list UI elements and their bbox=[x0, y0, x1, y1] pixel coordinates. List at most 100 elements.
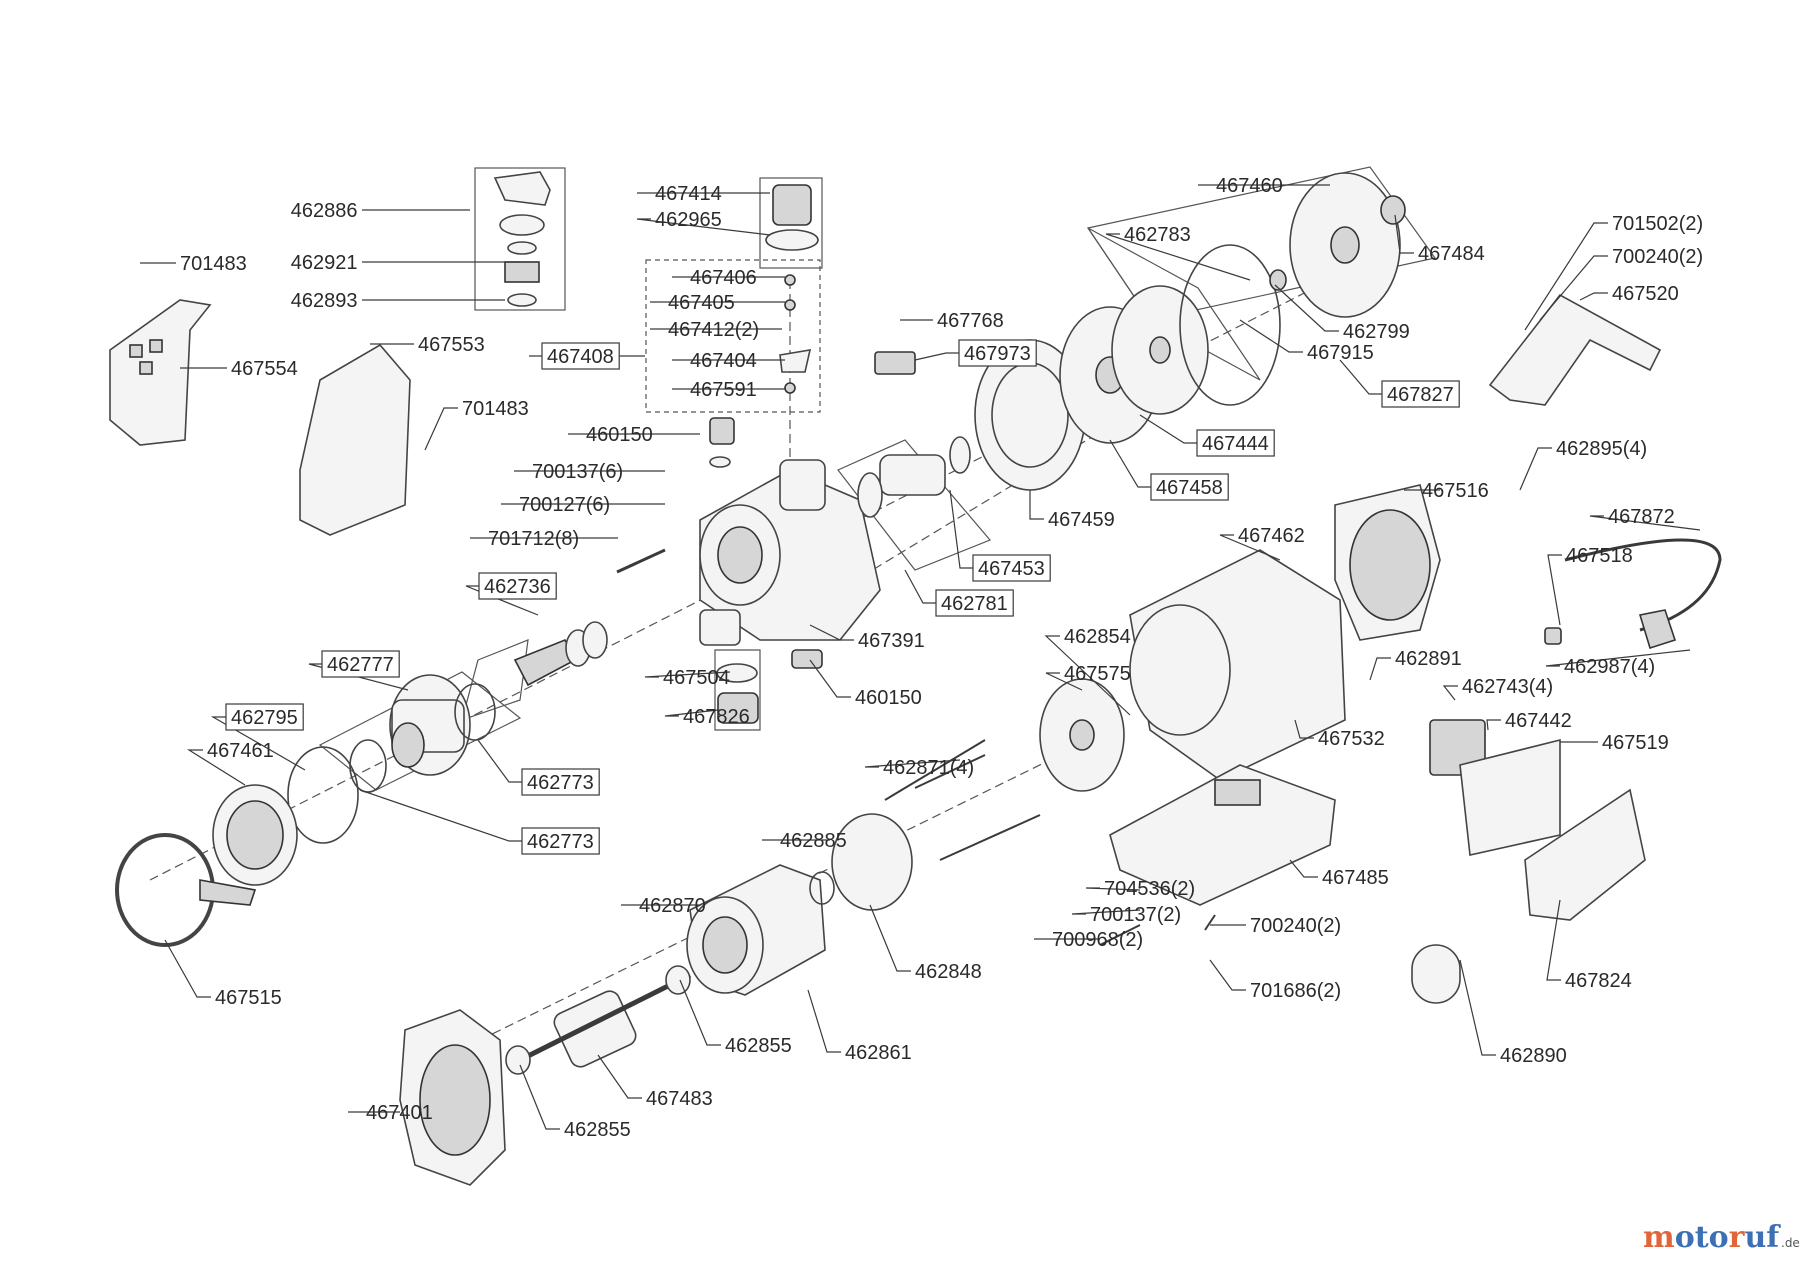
leader-line bbox=[1105, 233, 1251, 281]
part-number-text: 467515 bbox=[215, 987, 282, 1009]
leader-line bbox=[1289, 859, 1318, 878]
part-number-text: 701483 bbox=[180, 253, 247, 275]
part-number-text: 467826 bbox=[683, 706, 750, 728]
part-label: 462855 bbox=[679, 979, 792, 1057]
part-label: 467826 bbox=[664, 706, 750, 728]
part-label: 462893 bbox=[291, 290, 505, 312]
leader-line bbox=[949, 489, 974, 569]
leader-line bbox=[664, 709, 719, 717]
part-number-text: 467406 bbox=[690, 267, 757, 289]
part-number-text: 462886 bbox=[291, 200, 358, 222]
leader-line bbox=[186, 749, 246, 786]
part-label: 467915 bbox=[1239, 319, 1374, 364]
part-label: 467504 bbox=[644, 667, 731, 689]
part-number-text: 467401 bbox=[366, 1102, 433, 1124]
part-label-boxed: 467408 bbox=[529, 342, 645, 370]
part-label: 467406 bbox=[672, 267, 785, 289]
part-number-text: 462890 bbox=[1500, 1045, 1567, 1067]
part-label: 467462 bbox=[1219, 525, 1305, 561]
watermark-letter: f bbox=[1766, 1220, 1781, 1255]
part-label: 467460 bbox=[1198, 175, 1330, 197]
leader-line bbox=[869, 904, 911, 972]
watermark-tld: .de bbox=[1781, 1236, 1800, 1250]
part-label: 462854 bbox=[1044, 626, 1131, 716]
part-number-text: 467532 bbox=[1318, 728, 1385, 750]
leader-line bbox=[308, 663, 409, 691]
label-box bbox=[1196, 429, 1275, 457]
part-number-text: 701502(2) bbox=[1612, 213, 1703, 235]
part-number-text: 462777 bbox=[327, 654, 394, 676]
part-number-text: 462855 bbox=[725, 1035, 792, 1057]
part-number-text: 700240(2) bbox=[1250, 915, 1341, 937]
part-number-text: 462987(4) bbox=[1564, 656, 1655, 678]
part-number-text: 462891 bbox=[1395, 648, 1462, 670]
part-number-text: 462871(4) bbox=[883, 757, 974, 779]
part-label: 460150 bbox=[809, 659, 922, 709]
label-box bbox=[521, 768, 600, 796]
part-label: 700137(2) bbox=[1071, 904, 1181, 926]
leader-line bbox=[424, 407, 458, 451]
leader-line bbox=[1109, 439, 1152, 488]
part-number-text: 467872 bbox=[1608, 506, 1675, 528]
leader-line bbox=[477, 739, 523, 783]
part-number-text: 462895(4) bbox=[1556, 438, 1647, 460]
part-label: 467483 bbox=[597, 1054, 713, 1110]
part-number-text: 700127(6) bbox=[519, 494, 610, 516]
part-label: 700127(6) bbox=[501, 494, 665, 516]
leader-line bbox=[359, 789, 523, 842]
part-number-text: 700137(6) bbox=[532, 461, 623, 483]
part-number-text: 467483 bbox=[646, 1088, 713, 1110]
watermark-letter: o bbox=[1675, 1220, 1695, 1255]
part-label: 462891 bbox=[1369, 648, 1462, 681]
part-label-boxed: 462777 bbox=[308, 650, 409, 691]
part-label: 467553 bbox=[370, 334, 485, 356]
leader-line bbox=[807, 989, 841, 1053]
part-number-text: 467516 bbox=[1422, 480, 1489, 502]
cover-middle bbox=[299, 343, 411, 536]
part-number-text: 462861 bbox=[845, 1042, 912, 1064]
part-number-text: 467575 bbox=[1064, 663, 1131, 685]
part-number-text: 467414 bbox=[655, 183, 722, 205]
part-label: 467485 bbox=[1289, 859, 1389, 889]
part-label: 467519 bbox=[1560, 732, 1669, 754]
part-number-text: 701483 bbox=[462, 398, 529, 420]
part-number-text: 467827 bbox=[1387, 384, 1454, 406]
part-number-text: 467504 bbox=[663, 667, 730, 689]
part-label: 467461 bbox=[186, 740, 274, 786]
label-box bbox=[321, 650, 400, 678]
leader-line bbox=[1239, 319, 1303, 353]
leader-line bbox=[1579, 292, 1608, 301]
leader-line bbox=[597, 1054, 642, 1099]
part-label: 462855 bbox=[519, 1064, 631, 1141]
part-number-text: 701686(2) bbox=[1250, 980, 1341, 1002]
part-number-text: 462854 bbox=[1064, 626, 1131, 648]
part-label: 467824 bbox=[1546, 899, 1632, 992]
label-box bbox=[1381, 380, 1460, 408]
part-label: 462921 bbox=[291, 252, 520, 274]
part-label: 467442 bbox=[1486, 710, 1572, 732]
leader-line bbox=[1071, 909, 1141, 915]
leader-line bbox=[1209, 959, 1246, 991]
leader-line bbox=[1045, 672, 1083, 691]
part-number-text: 467458 bbox=[1156, 477, 1223, 499]
part-label: 467532 bbox=[1294, 719, 1385, 750]
part-number-text: 467518 bbox=[1566, 545, 1633, 567]
part-number-text: 467824 bbox=[1565, 970, 1632, 992]
part-label-layer: 4628864629214628937014834675544675537014… bbox=[140, 175, 1703, 1141]
part-label: 467404 bbox=[672, 350, 785, 372]
part-label: 467412(2) bbox=[650, 319, 782, 341]
part-number-text: 467462 bbox=[1238, 525, 1305, 547]
part-number-text: 467460 bbox=[1216, 175, 1283, 197]
watermark-letter: m bbox=[1643, 1220, 1675, 1255]
part-label-boxed: 462795 bbox=[210, 703, 306, 771]
label-box bbox=[478, 572, 557, 600]
part-label-boxed: 467453 bbox=[949, 489, 1051, 582]
leader-line bbox=[904, 569, 937, 604]
leader-line bbox=[1085, 887, 1141, 891]
part-number-text: 467404 bbox=[690, 350, 757, 372]
leader-line bbox=[164, 939, 211, 998]
part-number-text: 462855 bbox=[564, 1119, 631, 1141]
part-number-text: 467553 bbox=[418, 334, 485, 356]
part-label-boxed: 462781 bbox=[904, 569, 1014, 617]
